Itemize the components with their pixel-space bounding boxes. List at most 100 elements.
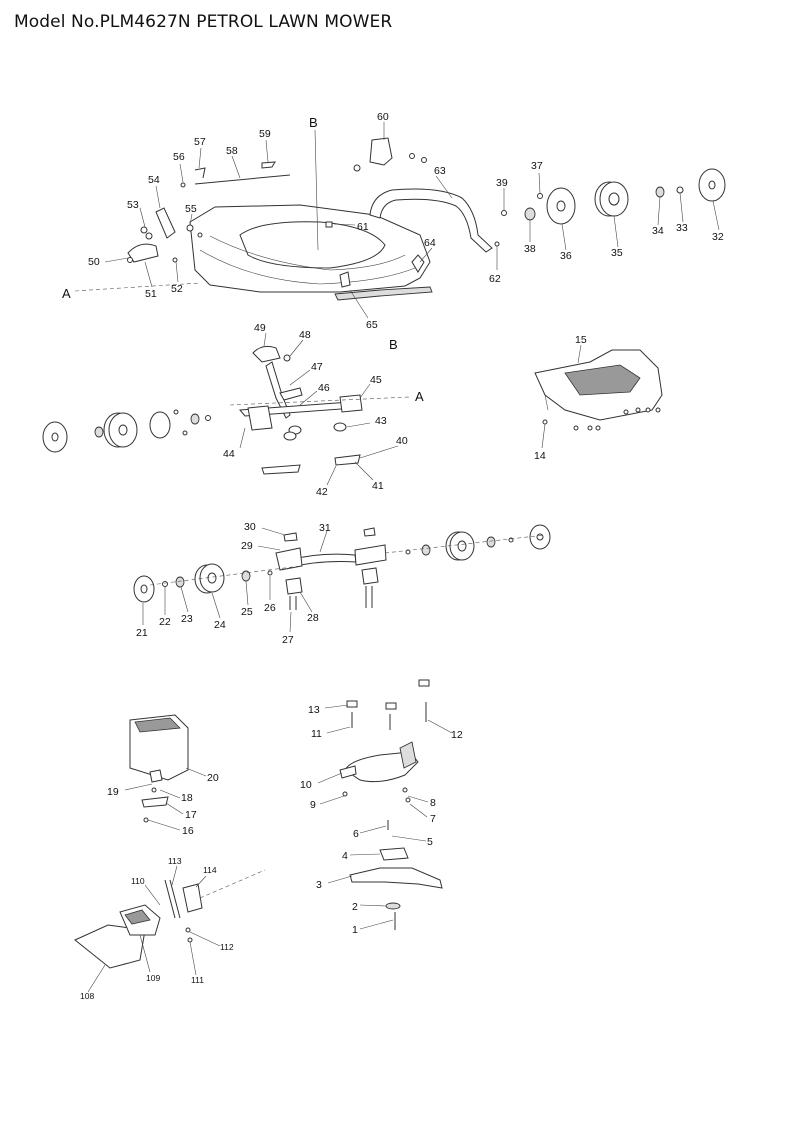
callout-59: 59 <box>259 128 271 140</box>
callout-26: 26 <box>264 602 276 614</box>
callout-36: 36 <box>560 250 572 262</box>
callout-111: 111 <box>191 975 204 985</box>
handle-bracket-60 <box>353 137 427 172</box>
callout-38: 38 <box>524 243 536 255</box>
callout-57: 57 <box>194 136 206 148</box>
callout-61: 61 <box>357 221 369 233</box>
callout-62: 62 <box>489 273 501 285</box>
callout-11: 11 <box>311 728 322 740</box>
callout-18: 18 <box>181 792 193 804</box>
callout-25: 25 <box>241 606 253 618</box>
callout-40: 40 <box>396 435 408 447</box>
callout-112: 112 <box>220 942 234 952</box>
callout-3: 3 <box>316 879 322 891</box>
callout-114: 114 <box>203 865 217 875</box>
callout-44: 44 <box>223 448 235 460</box>
callout-20: 20 <box>207 772 219 784</box>
callout-2: 2 <box>352 901 358 913</box>
callout-42: 42 <box>316 486 328 498</box>
callout-43: 43 <box>375 415 387 427</box>
callout-15: 15 <box>575 334 587 346</box>
section4-callouts: 13 11 12 10 9 8 7 6 5 4 3 2 1 20 19 18 1… <box>80 704 463 1001</box>
callout-32: 32 <box>712 231 724 243</box>
callout-46: 46 <box>318 382 330 394</box>
section1-leaders <box>74 122 720 319</box>
section4-leaders <box>87 704 453 993</box>
callout-8: 8 <box>430 797 436 809</box>
callout-29: 29 <box>241 540 253 552</box>
callout-51: 51 <box>145 288 157 300</box>
callout-21: 21 <box>136 627 148 639</box>
callout-6: 6 <box>353 828 359 840</box>
marker-b: B <box>309 115 318 130</box>
callout-48: 48 <box>299 329 311 341</box>
callout-12: 12 <box>451 729 463 741</box>
section3-parts <box>133 524 551 610</box>
callout-110: 110 <box>131 876 145 886</box>
grass-box-assembly <box>74 879 203 969</box>
section1-callouts: A B 60 63 37 39 64 61 65 62 38 36 35 34 … <box>62 111 724 331</box>
callout-53: 53 <box>127 199 139 211</box>
callout-27: 27 <box>282 634 294 646</box>
section3-callouts: 30 31 29 21 22 23 24 25 26 27 28 <box>136 521 331 646</box>
callout-64: 64 <box>424 237 436 249</box>
callout-24: 24 <box>214 619 226 631</box>
callout-37: 37 <box>531 160 543 172</box>
callout-60: 60 <box>377 111 389 123</box>
callout-34: 34 <box>652 225 664 237</box>
callout-39: 39 <box>496 177 508 189</box>
callout-52: 52 <box>171 283 183 295</box>
spring-64 <box>411 254 425 273</box>
callout-33: 33 <box>676 222 688 234</box>
callout-23: 23 <box>181 613 193 625</box>
callout-113: 113 <box>168 856 182 866</box>
section3-leaders <box>142 527 546 633</box>
callout-31: 31 <box>319 522 331 534</box>
deck-spring <box>339 271 351 288</box>
callout-7: 7 <box>430 813 436 825</box>
callout-47: 47 <box>311 361 323 373</box>
callout-5: 5 <box>427 836 433 848</box>
height-adjust-left <box>127 161 291 263</box>
callout-63: 63 <box>434 165 446 177</box>
deck-assembly <box>189 204 433 301</box>
callout-108: 108 <box>80 991 94 1001</box>
nut-61 <box>325 221 333 228</box>
callout-30: 30 <box>244 521 256 533</box>
callout-28: 28 <box>307 612 319 624</box>
callout-109: 109 <box>146 973 160 983</box>
callout-1: 1 <box>352 924 358 936</box>
callout-54: 54 <box>148 174 160 186</box>
callout-56: 56 <box>173 151 185 163</box>
section2-leaders <box>229 332 582 486</box>
callout-9: 9 <box>310 799 316 811</box>
callout-17: 17 <box>185 809 197 821</box>
rear-wheel-right <box>494 168 726 247</box>
callout-49: 49 <box>254 322 266 334</box>
callout-4: 4 <box>342 850 348 862</box>
callout-58: 58 <box>226 145 238 157</box>
marker-a2: A <box>415 389 424 404</box>
callout-16: 16 <box>182 825 194 837</box>
callout-41: 41 <box>372 480 384 492</box>
marker-b2: B <box>389 337 398 352</box>
callout-14: 14 <box>534 450 546 462</box>
section2-callouts: 49 48 B 47 45 46 A 43 40 44 41 42 15 14 <box>223 322 587 498</box>
section2-parts <box>42 345 363 475</box>
rear-cover <box>534 349 663 431</box>
marker-a: A <box>62 286 71 301</box>
callout-50: 50 <box>88 256 100 268</box>
page-title: Model No.PLM4627N PETROL LAWN MOWER <box>14 12 393 32</box>
deck-skirt <box>334 286 433 301</box>
callout-65: 65 <box>366 319 378 331</box>
callout-10: 10 <box>300 779 312 791</box>
handle-bar <box>369 188 493 253</box>
callout-35: 35 <box>611 247 623 259</box>
callout-55: 55 <box>185 203 197 215</box>
callout-45: 45 <box>370 374 382 386</box>
callout-22: 22 <box>159 616 171 628</box>
callout-13: 13 <box>308 704 320 716</box>
deck-inner-well <box>239 221 386 269</box>
rear-flap-assembly <box>129 714 189 823</box>
